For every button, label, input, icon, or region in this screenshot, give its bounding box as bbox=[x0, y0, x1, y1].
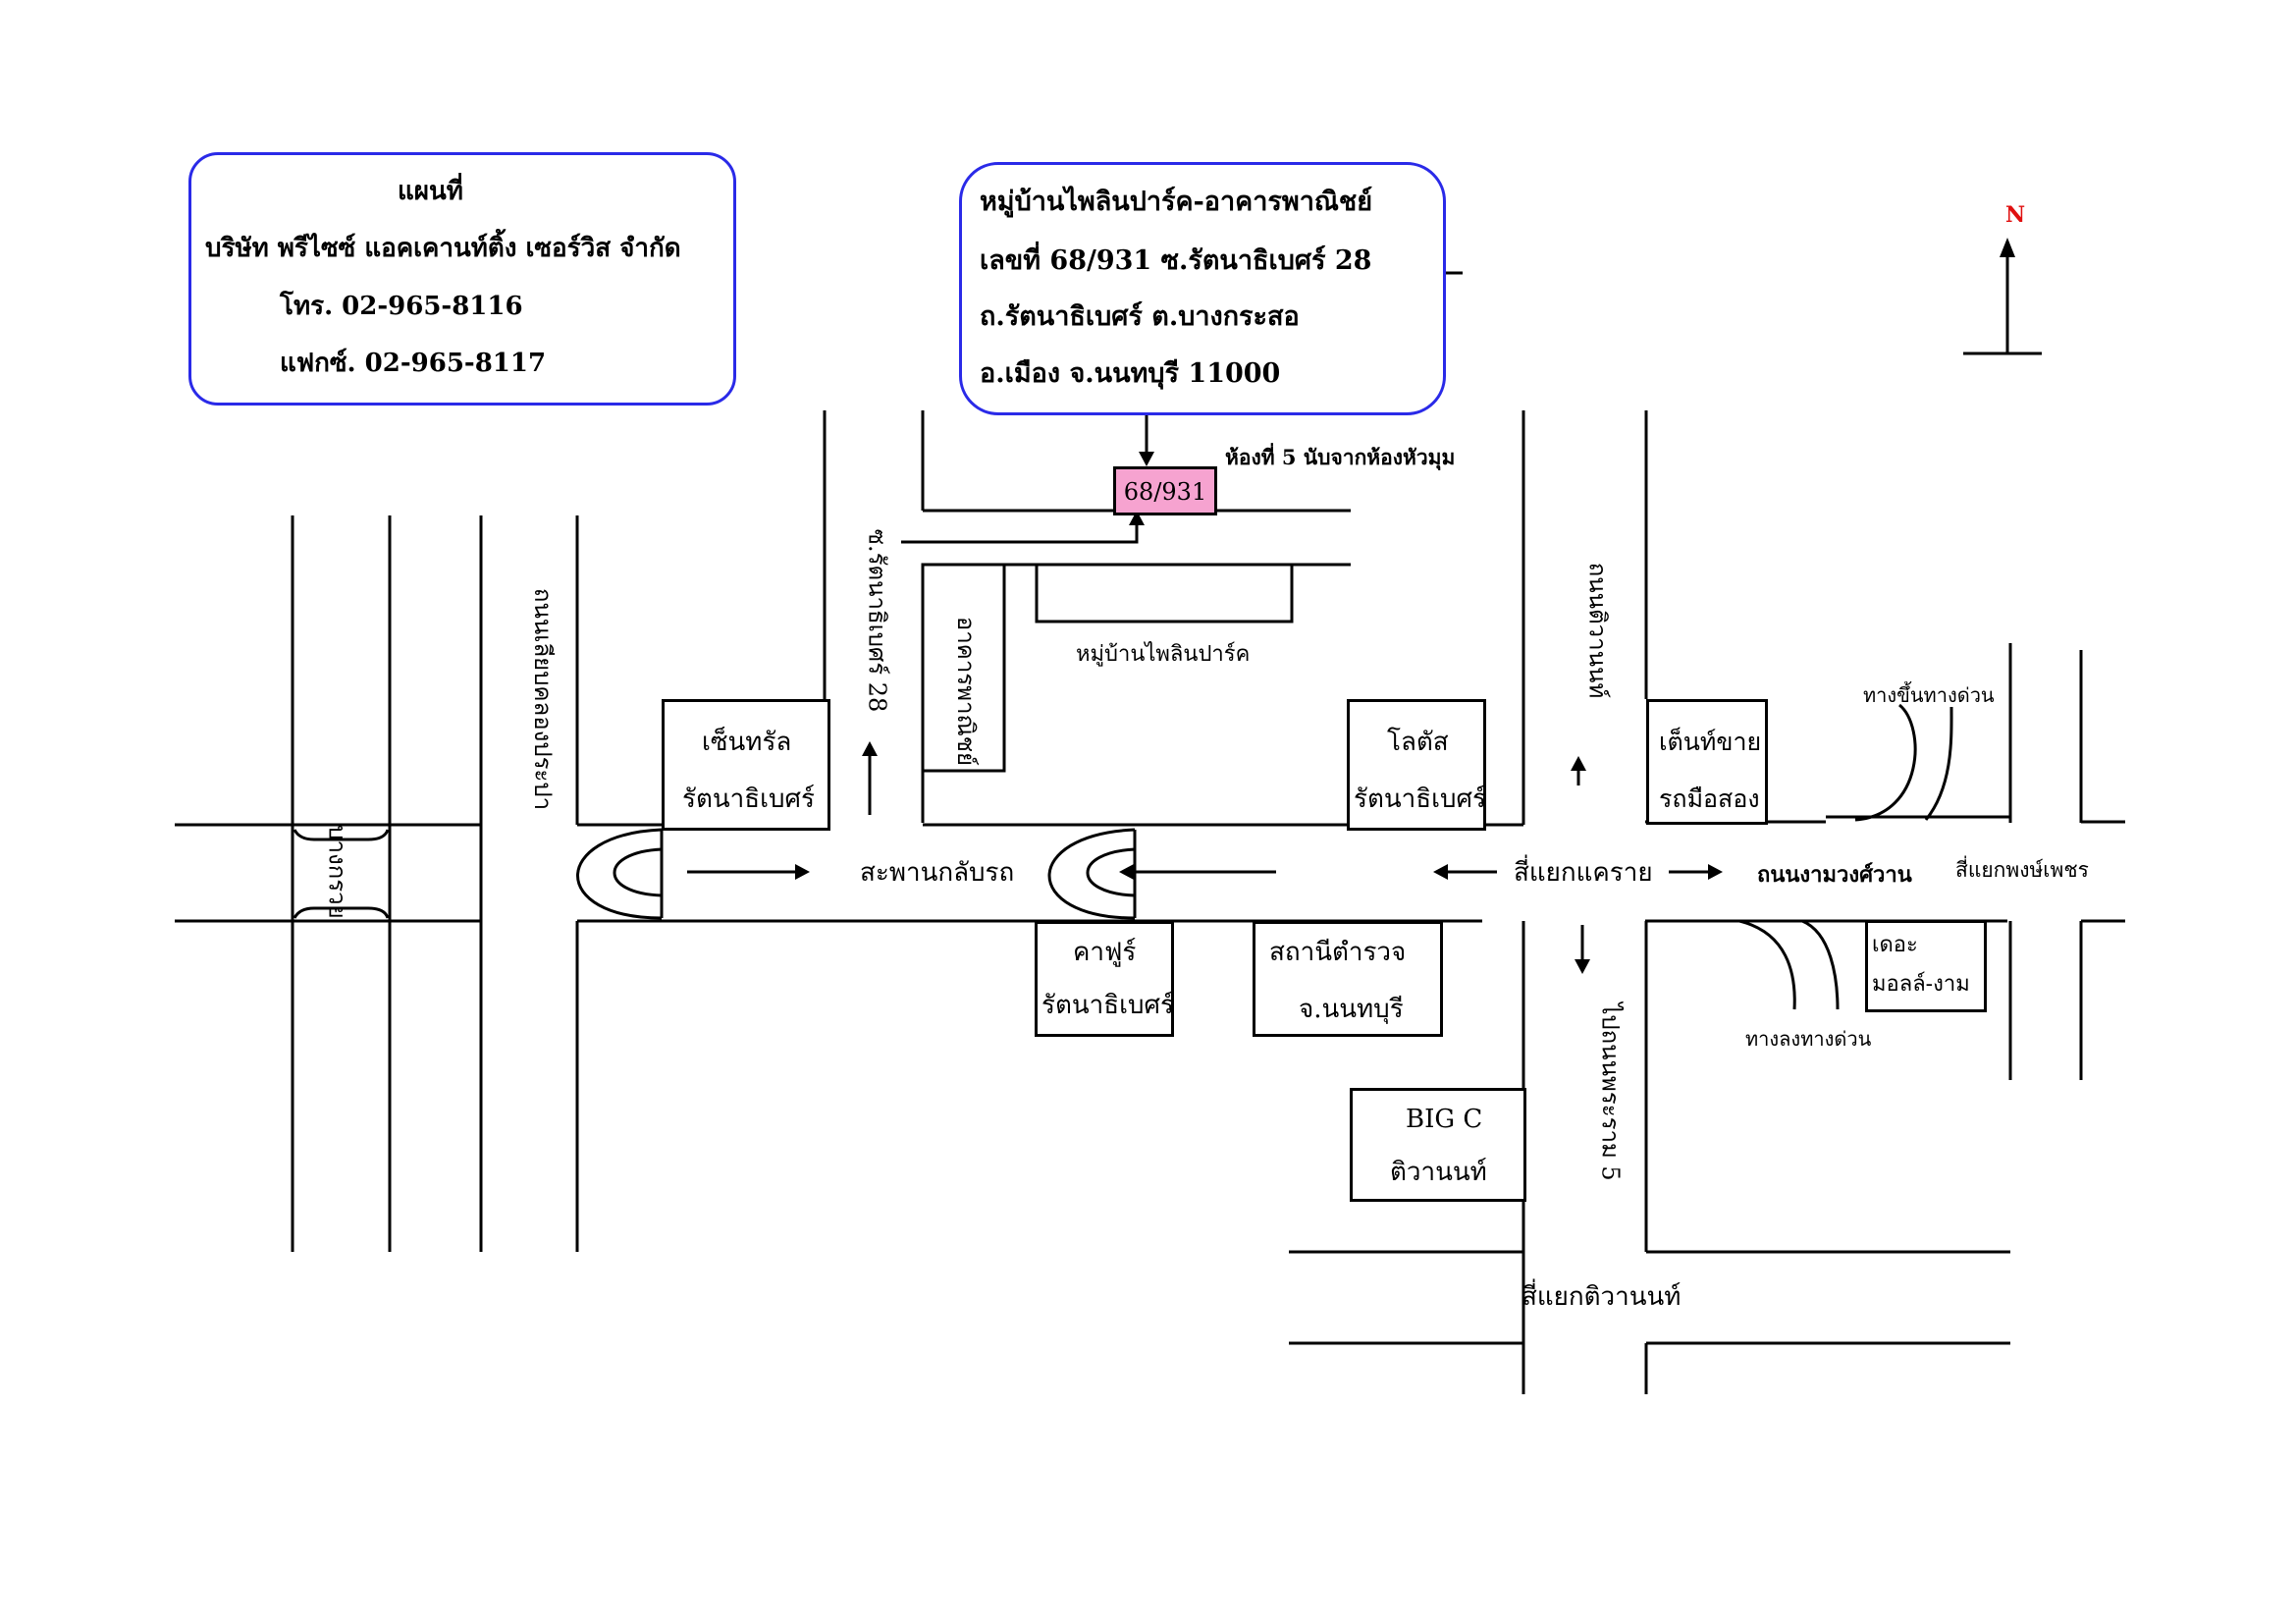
tiwanon-road-label: ถนนติวานนท์ bbox=[1583, 562, 1612, 699]
main-road-top bbox=[175, 820, 2125, 827]
soi-28-label: ซ.รัตนาธิเบศร์ 28 bbox=[863, 528, 891, 713]
village-label: หมู่บ้านไพลินปาร์ค bbox=[1076, 642, 1251, 667]
expressway-down-label: ทางลงทางด่วน bbox=[1745, 1027, 1872, 1051]
u-turn-left bbox=[576, 828, 664, 920]
phong-phet-roads bbox=[1826, 643, 2083, 1080]
bridge-label: สะพานกลับรถ bbox=[860, 858, 1015, 888]
compass-north-label: N bbox=[2005, 202, 2026, 228]
landmark-the-mall: เดอะ มอลล์-งาม bbox=[1865, 920, 1987, 1012]
company-info-box: แผนที่ บริษัท พรีไซซ์ แอคเคานท์ติ้ง เซอร… bbox=[188, 152, 736, 406]
tiwanon-junction-label: สี่แยกติวานนท์ bbox=[1522, 1282, 1682, 1312]
landmark-car-tent: เต็นท์ขาย รถมือสอง bbox=[1646, 699, 1768, 825]
prachachuen-label: ไปถนนพระราม 5 bbox=[1596, 1002, 1625, 1181]
direction-arrows bbox=[687, 741, 1723, 974]
ngam-wong-wan-label: ถนนงามวงศ์วาน bbox=[1757, 862, 1912, 888]
compass-arrow bbox=[1963, 238, 2042, 355]
company-name: บริษัท พรีไซซ์ แอคเคานท์ติ้ง เซอร์วิส จำ… bbox=[205, 234, 681, 263]
address-line-4: อ.เมือง จ.นนทบุรี 11000 bbox=[980, 358, 1281, 389]
company-phone: โทร. 02-965-8116 bbox=[280, 292, 523, 321]
bangkruai-label: บางกรวย bbox=[323, 825, 351, 919]
tiwanon-road bbox=[1522, 921, 1648, 1394]
village-block bbox=[1035, 563, 1294, 623]
address-line-2: เลขที่ 68/931 ซ.รัตนาธิเบศร์ 28 bbox=[980, 245, 1372, 276]
expressway-ramps bbox=[1738, 703, 1953, 1010]
address-line-3: ถ.รัตนาธิเบศร์ ต.บางกระสอ bbox=[980, 301, 1300, 332]
chaloem-road-label: ถนนเลียบคลองประปา bbox=[529, 587, 558, 811]
expressway-up-label: ทางขึ้นทางด่วน bbox=[1863, 683, 1995, 707]
address-line-1: หมู่บ้านไพลินปาร์ค-อาคารพาณิชย์ bbox=[980, 187, 1373, 217]
pin-arrows bbox=[901, 410, 1154, 544]
destination-note: ห้องที่ 5 นับจากห้องหัวมุม bbox=[1225, 445, 1456, 469]
commercial-building-block bbox=[921, 563, 1006, 773]
address-box: หมู่บ้านไพลินปาร์ค-อาคารพาณิชย์ เลขที่ 6… bbox=[959, 162, 1446, 415]
destination-unit[interactable]: 68/931 bbox=[1113, 466, 1217, 515]
u-turn-right bbox=[1047, 828, 1137, 920]
landmark-police: สถานีตำรวจ จ.นนทบุรี bbox=[1253, 921, 1443, 1037]
phong-phet-label: สี่แยกพงษ์เพชร bbox=[1955, 858, 2089, 882]
map-title: แผนที่ bbox=[398, 177, 463, 206]
landmark-central: เซ็นทรัล รัตนาธิเบศร์ bbox=[662, 699, 830, 831]
canal-crossing bbox=[293, 829, 390, 919]
landmark-carrefour: คาฟูร์ รัตนาธิเบศร์ bbox=[1035, 921, 1174, 1037]
company-fax: แฟกซ์. 02-965-8117 bbox=[280, 349, 547, 378]
landmark-lotus: โลตัส รัตนาธิเบศร์ bbox=[1347, 699, 1486, 831]
destination-unit-label: 68/931 bbox=[1123, 478, 1207, 506]
landmark-bigc: BIG C ติวานนท์ bbox=[1350, 1088, 1526, 1202]
commercial-building-label: อาคารพาณิชย์ bbox=[952, 616, 981, 767]
khae-rai-label: สี่แยกแคราย bbox=[1514, 858, 1653, 888]
bottom-road bbox=[1289, 1250, 2010, 1394]
